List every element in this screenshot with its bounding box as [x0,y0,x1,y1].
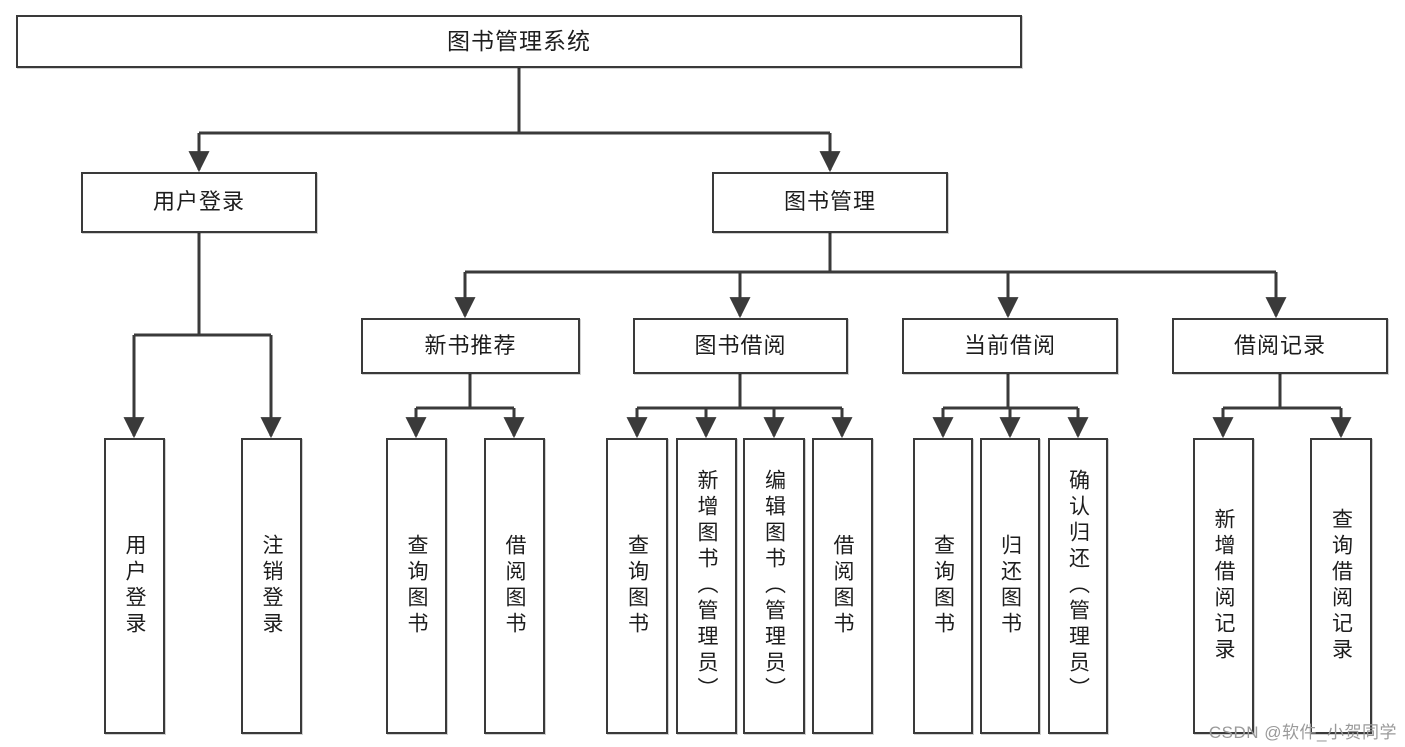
node-leaf-confirm-return-admin[interactable]: 确认归还（管理员） [1048,438,1108,734]
node-label: 查询图书 [931,534,955,638]
node-leaf-add-borrow-record[interactable]: 新增借阅记录 [1193,438,1254,734]
node-label: 借阅图书 [503,534,526,638]
node-root-system[interactable]: 图书管理系统 [16,15,1022,68]
node-user-login[interactable]: 用户登录 [81,172,317,233]
node-label: 确认归还（管理员） [1066,469,1090,703]
node-leaf-query-book-new[interactable]: 查询图书 [386,438,447,734]
node-label: 新增借阅记录 [1212,508,1235,664]
node-book-management[interactable]: 图书管理 [712,172,948,233]
node-label: 查询图书 [405,534,428,638]
node-label: 新书推荐 [424,332,517,358]
node-label: 图书借阅 [694,332,787,358]
node-label: 图书管理 [783,189,876,215]
node-label: 用户登录 [152,189,245,215]
node-leaf-borrow-book-new[interactable]: 借阅图书 [484,438,545,734]
node-label: 图书管理系统 [447,27,591,54]
node-label: 用户登录 [123,534,146,638]
node-label: 当前借阅 [963,332,1056,358]
node-leaf-add-book-admin[interactable]: 新增图书（管理员） [676,438,737,734]
node-label: 归还图书 [998,534,1022,638]
node-leaf-logout[interactable]: 注销登录 [241,438,302,734]
node-leaf-user-login[interactable]: 用户登录 [104,438,165,734]
node-leaf-edit-book-admin[interactable]: 编辑图书（管理员） [743,438,805,734]
node-leaf-return-book[interactable]: 归还图书 [980,438,1040,734]
watermark-text: CSDN @软件_小贺同学 [1208,723,1397,742]
node-label: 借阅图书 [831,534,854,638]
node-label: 查询借阅记录 [1329,508,1353,664]
node-new-book-recommend[interactable]: 新书推荐 [361,318,580,374]
node-borrow-records[interactable]: 借阅记录 [1172,318,1388,374]
node-leaf-borrow-book[interactable]: 借阅图书 [812,438,873,734]
node-leaf-query-borrow-record[interactable]: 查询借阅记录 [1310,438,1372,734]
node-current-borrow[interactable]: 当前借阅 [902,318,1118,374]
node-leaf-query-book-current[interactable]: 查询图书 [913,438,973,734]
node-book-borrow[interactable]: 图书借阅 [633,318,848,374]
node-label: 编辑图书（管理员） [762,469,786,703]
node-leaf-query-book[interactable]: 查询图书 [606,438,668,734]
node-label: 借阅记录 [1233,332,1326,358]
node-label: 新增图书（管理员） [695,469,718,703]
node-label: 注销登录 [260,534,283,638]
node-label: 查询图书 [625,534,649,638]
